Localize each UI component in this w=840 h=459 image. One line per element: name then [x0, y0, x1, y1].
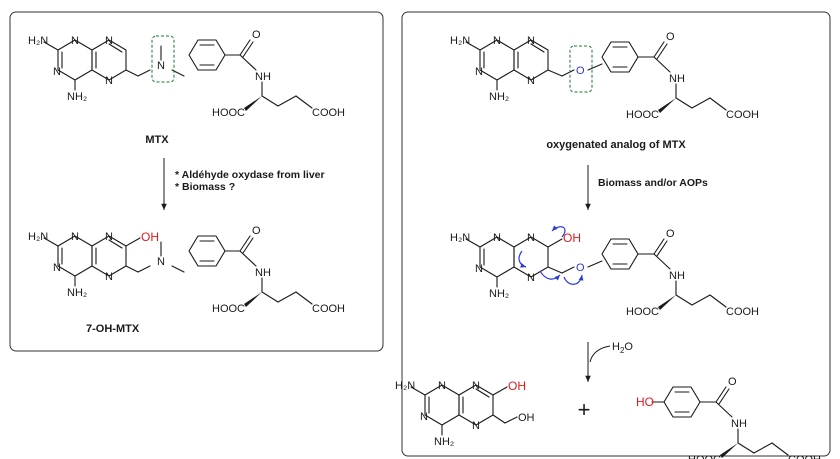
inter-h2n: H₂N: [450, 232, 470, 244]
prod-n1: N: [438, 380, 446, 392]
mtx-label: MTX: [145, 134, 169, 146]
ohmtx-n2: N: [105, 231, 113, 243]
phenol-cooh: COOH: [788, 454, 821, 459]
analog-n1: N: [493, 35, 501, 47]
analog-carbonyl-o: O: [666, 31, 675, 43]
inter-n3: N: [475, 263, 483, 275]
oxygenated-analog-structure: H₂N N N N N NH₂ O O NH HOOC COOH: [450, 31, 759, 121]
ohmtx-n4: N: [105, 271, 113, 283]
water-label: H2O: [612, 341, 633, 355]
prod-nh2: NH₂: [434, 436, 454, 448]
right-note: Biomass and/or AOPs: [598, 177, 708, 189]
plus-sign: +: [578, 397, 591, 422]
inter-cooh: COOH: [726, 306, 759, 318]
ohmtx-n1: N: [71, 231, 79, 243]
electron-arrow-1: [551, 225, 566, 238]
inter-n1: N: [493, 232, 501, 244]
prod-n4: N: [472, 420, 480, 432]
analog-n4: N: [527, 75, 535, 87]
inter-n4: N: [527, 272, 535, 284]
electron-arrow-4: [563, 274, 584, 285]
analog-n3: N: [475, 66, 483, 78]
right-panel: [401, 11, 831, 457]
oxygen-highlight-box: [569, 45, 593, 93]
analog-nh: NH: [669, 73, 685, 85]
prod-ch2oh: OH: [518, 412, 535, 424]
inter-nh2: NH₂: [489, 288, 509, 300]
phenol-hooc: HOOC: [688, 454, 721, 459]
ohmtx-h2n: H₂N: [28, 231, 48, 243]
analog-hooc: HOOC: [626, 109, 659, 121]
electron-arrow-2: [518, 250, 527, 268]
amine-highlight-box: [151, 35, 175, 83]
mtx-n3: N: [53, 66, 61, 78]
mtx-structure: H₂N N N N N NH₂ N O NH HOOC COOH: [28, 29, 345, 119]
phenol-nh: NH: [731, 418, 747, 430]
mtx-n1: N: [71, 35, 79, 47]
ohmtx-hydroxyl: OH: [141, 230, 159, 244]
mtx-n2: N: [105, 35, 113, 47]
ohmtx-cooh: COOH: [312, 303, 345, 315]
prod-hydroxyl: OH: [508, 379, 526, 393]
mtx-carbonyl-o: O: [252, 29, 261, 41]
analog-h2n: H₂N: [450, 35, 470, 47]
inter-ether-o: O: [576, 262, 585, 274]
ohmtx-carbonyl-o: O: [252, 225, 261, 237]
prod-n3: N: [420, 411, 428, 423]
phenol-ho: HO: [636, 395, 654, 409]
hydroxymethyl-pterin-structure: H₂N N N OH N N NH₂ OH: [395, 379, 535, 448]
mtx-nh: NH: [255, 71, 271, 83]
ohmtx-n3: N: [53, 262, 61, 274]
prod-h2n: H₂N: [395, 380, 415, 392]
mtx-n4: N: [105, 75, 113, 87]
mtx-n-methyl: N: [157, 60, 165, 72]
ohmtx-n-methyl: N: [157, 256, 165, 268]
left-panel: [9, 11, 384, 352]
ohmtx-hooc: HOOC: [212, 303, 245, 315]
intermediate-structure: H₂N N N OH N N NH₂ O O NH HOOC COOH: [450, 225, 759, 318]
hydroxybenzoyl-glutamate-structure: HO O NH HOOC COOH: [636, 376, 821, 459]
electron-arrow-3: [539, 270, 561, 281]
analog-n2: N: [527, 35, 535, 47]
analog-label: oxygenated analog of MTX: [546, 139, 686, 151]
inter-carbonyl-o: O: [666, 228, 675, 240]
mtx-nh2: NH₂: [67, 91, 87, 103]
inter-nh: NH: [669, 270, 685, 282]
inter-hydroxyl: OH: [563, 231, 581, 245]
mtx-hooc: HOOC: [212, 107, 245, 119]
left-note-1: * Aldéhyde oxydase from liver: [175, 169, 325, 181]
mtx-cooh: COOH: [312, 107, 345, 119]
7-oh-mtx-label: 7-OH-MTX: [86, 323, 140, 335]
water-entry-arrow: [589, 345, 611, 363]
inter-n2: N: [527, 232, 535, 244]
analog-cooh: COOH: [726, 109, 759, 121]
ohmtx-nh2: NH₂: [67, 287, 87, 299]
ohmtx-nh: NH: [255, 267, 271, 279]
prod-n2: N: [472, 380, 480, 392]
inter-hooc: HOOC: [626, 306, 659, 318]
analog-nh2: NH₂: [489, 91, 509, 103]
mtx-h2n: H₂N: [28, 35, 48, 47]
7-oh-mtx-structure: H₂N N N OH N N NH₂ N O NH HOOC COOH: [28, 225, 345, 315]
analog-ether-o: O: [576, 65, 585, 77]
phenol-carbonyl-o: O: [728, 376, 737, 388]
left-note-2: * Biomass ?: [175, 181, 235, 193]
